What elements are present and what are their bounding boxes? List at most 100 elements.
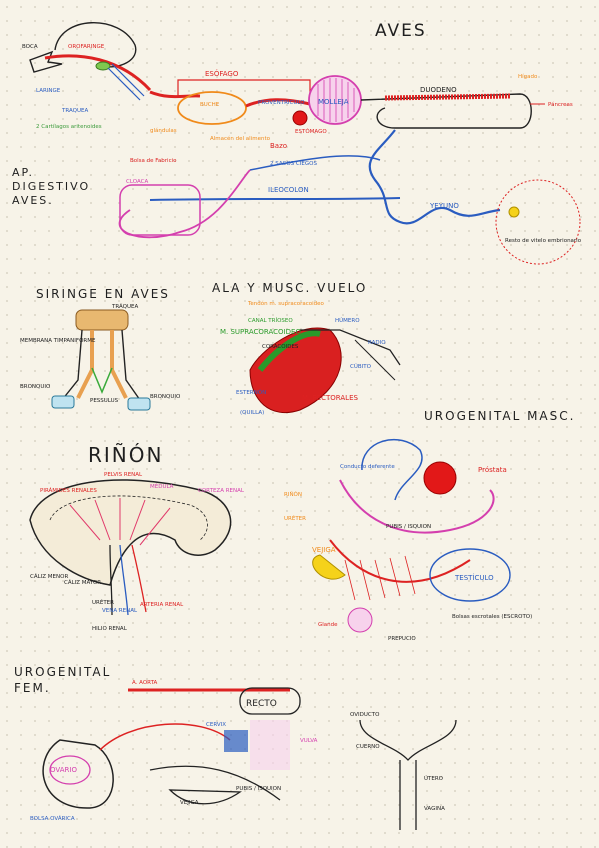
label-cuerno: CUERNO	[356, 744, 380, 750]
label-cervix: CERVIX	[206, 722, 226, 728]
duodeno-loop	[360, 93, 532, 129]
label-esternon: ESTERNÓN	[236, 389, 266, 396]
label-quilla: (QUILLA)	[240, 410, 264, 416]
label-canal: CANAL TRÍOSEO	[248, 317, 293, 324]
title-urogenital-fem-1: UROGENITAL	[14, 665, 111, 679]
cuerpo-cavernoso-lines	[344, 555, 416, 601]
recto-shape	[239, 687, 301, 715]
laringe-shape	[95, 61, 111, 71]
penis-shaft	[329, 539, 471, 583]
glande-shape	[347, 607, 373, 633]
label-aorta: A. AORTA	[132, 680, 158, 686]
label-humero: HÚMERO	[335, 317, 360, 324]
orofaringe-path	[44, 54, 152, 92]
utero-body	[149, 765, 281, 801]
ovario-shape	[49, 755, 91, 785]
label-oviducto: OVIDUCTO	[350, 712, 380, 718]
label-membrana: MEMBRANA TIMPANIFORME	[20, 338, 96, 344]
utero-front-horns	[359, 719, 457, 761]
label-pubis-fem: PUBIS / ISQUION	[236, 786, 281, 792]
radio-bone	[354, 339, 396, 381]
esofago-bracket	[177, 79, 311, 96]
vitelo-circle	[495, 179, 581, 265]
title-ap: AP.	[12, 166, 34, 179]
label-bolsa-fabricio: Bolsa de Fabricio	[130, 158, 177, 164]
vejiga-shape	[312, 554, 346, 580]
head-outline	[54, 22, 137, 68]
label-bronquio-der: BRONQUIO	[150, 394, 181, 400]
prostata-shape	[423, 461, 457, 495]
label-pessulus: PESSULUS	[90, 398, 119, 404]
title-ala: ALA Y MUSC. VUELO	[212, 281, 367, 295]
label-molleja: MOLLEJA	[318, 98, 349, 106]
ureter-path	[109, 544, 113, 616]
title-aves-small: AVES.	[12, 194, 54, 207]
ala-diagram: ALA Y MUSC. VUELO Tendón m. supracoracoi…	[212, 281, 401, 416]
label-coracoides: CORACOIDES	[262, 344, 299, 350]
label-vulva: VULVA	[300, 738, 318, 744]
label-ovario: OVARIO	[50, 766, 77, 774]
label-dos-sacos: 2 SACOS CIEGOS	[270, 161, 317, 167]
title-rinon: RIÑÓN	[88, 443, 163, 467]
bolsa-ovarica-shape	[42, 739, 114, 809]
bronquio-right	[127, 397, 151, 411]
label-rinon-masc: RIÑÓN	[284, 491, 302, 498]
label-bazo: Bazo	[270, 142, 287, 150]
label-bolsas: Bolsas escrotales (ESCROTO)	[452, 614, 532, 620]
siringe-diagram: SIRINGE EN AVES TRÁQUEA MEMBRANA TIMPANI…	[20, 287, 181, 411]
label-cartilagos: 2 Cartílagos aritenoides	[36, 123, 102, 130]
wing-bones	[300, 329, 401, 366]
esofago-path	[149, 90, 201, 99]
label-conducto: Conducto deferente	[340, 464, 395, 470]
traquea-ring	[75, 309, 129, 331]
label-piramides: PIRÁMIDES RENALES	[40, 487, 97, 494]
label-hilio: HILIO RENAL	[92, 626, 128, 632]
label-corteza: CORTEZA RENAL	[198, 488, 245, 494]
label-glande: Glande	[318, 622, 338, 628]
buche-shape	[177, 91, 247, 125]
piramides-lines	[69, 498, 171, 546]
label-almacen: Almacén del alimento	[210, 135, 271, 142]
digestivo-aves-diagram: AVES OROFARINGE BOCA LARINGE TRAQUEA 2 C…	[12, 21, 582, 265]
arteria-path	[131, 544, 147, 613]
title-siringe: SIRINGE EN AVES	[36, 287, 170, 301]
label-yeyuno: YEYUNO	[429, 202, 459, 210]
label-siringe-traquea: TRÁQUEA	[111, 303, 138, 310]
label-vejiga: VEJIGA	[312, 546, 336, 554]
vulva-area	[250, 720, 290, 770]
cervix-shape	[224, 730, 248, 752]
label-proventriculo: PROVENTRÍCULO	[258, 99, 305, 106]
vejiga-fem-shape	[168, 789, 242, 805]
label-resto-vitelo: Resto de vitelo embrionario	[505, 238, 582, 244]
label-cloaca: CLOACA	[126, 179, 148, 185]
ileocolon-upper	[249, 155, 381, 171]
label-radio: RADIO	[368, 340, 386, 346]
label-cubito: CÚBITO	[350, 363, 372, 370]
pessulus-shape	[91, 367, 113, 394]
label-pubis-masc: PUBIS / ISQUION	[386, 524, 431, 530]
cloaca-region	[119, 184, 201, 236]
label-ileocolon: ILEOCOLON	[268, 186, 309, 194]
label-vejiga-fem: VEJIGA	[180, 800, 199, 806]
rinon-outline	[29, 479, 232, 586]
beak-outline	[29, 50, 63, 73]
label-laringe: LARINGE	[36, 88, 61, 94]
proventriculo-path	[245, 98, 311, 108]
label-bronquio-izq: BRONQUIO	[20, 384, 51, 390]
title-digestivo: DIGESTIVO	[12, 180, 90, 193]
label-caliz-mayor: CÁLIZ MAYOR	[64, 579, 101, 586]
label-pectorales: M. PECTORALES	[302, 394, 358, 402]
label-pelvis: PELVIS RENAL	[104, 472, 143, 478]
title-urogenital-fem-2: FEM.	[14, 681, 51, 695]
molleja-striations	[317, 78, 355, 122]
label-orofaringe: OROFARINGE	[68, 44, 105, 50]
label-utero: ÚTERO	[424, 775, 444, 782]
label-higado: Hígado	[518, 73, 538, 80]
label-traquea: TRAQUEA	[61, 108, 88, 114]
urogenital-fem-diagram: UROGENITAL FEM. A. AORTA RECTO OVARIO BO…	[14, 665, 457, 830]
label-vena: VENA RENAL	[102, 608, 138, 614]
vena-path	[119, 544, 129, 616]
label-ureter: URÉTER	[92, 598, 114, 606]
ileocolon-path	[149, 197, 401, 201]
